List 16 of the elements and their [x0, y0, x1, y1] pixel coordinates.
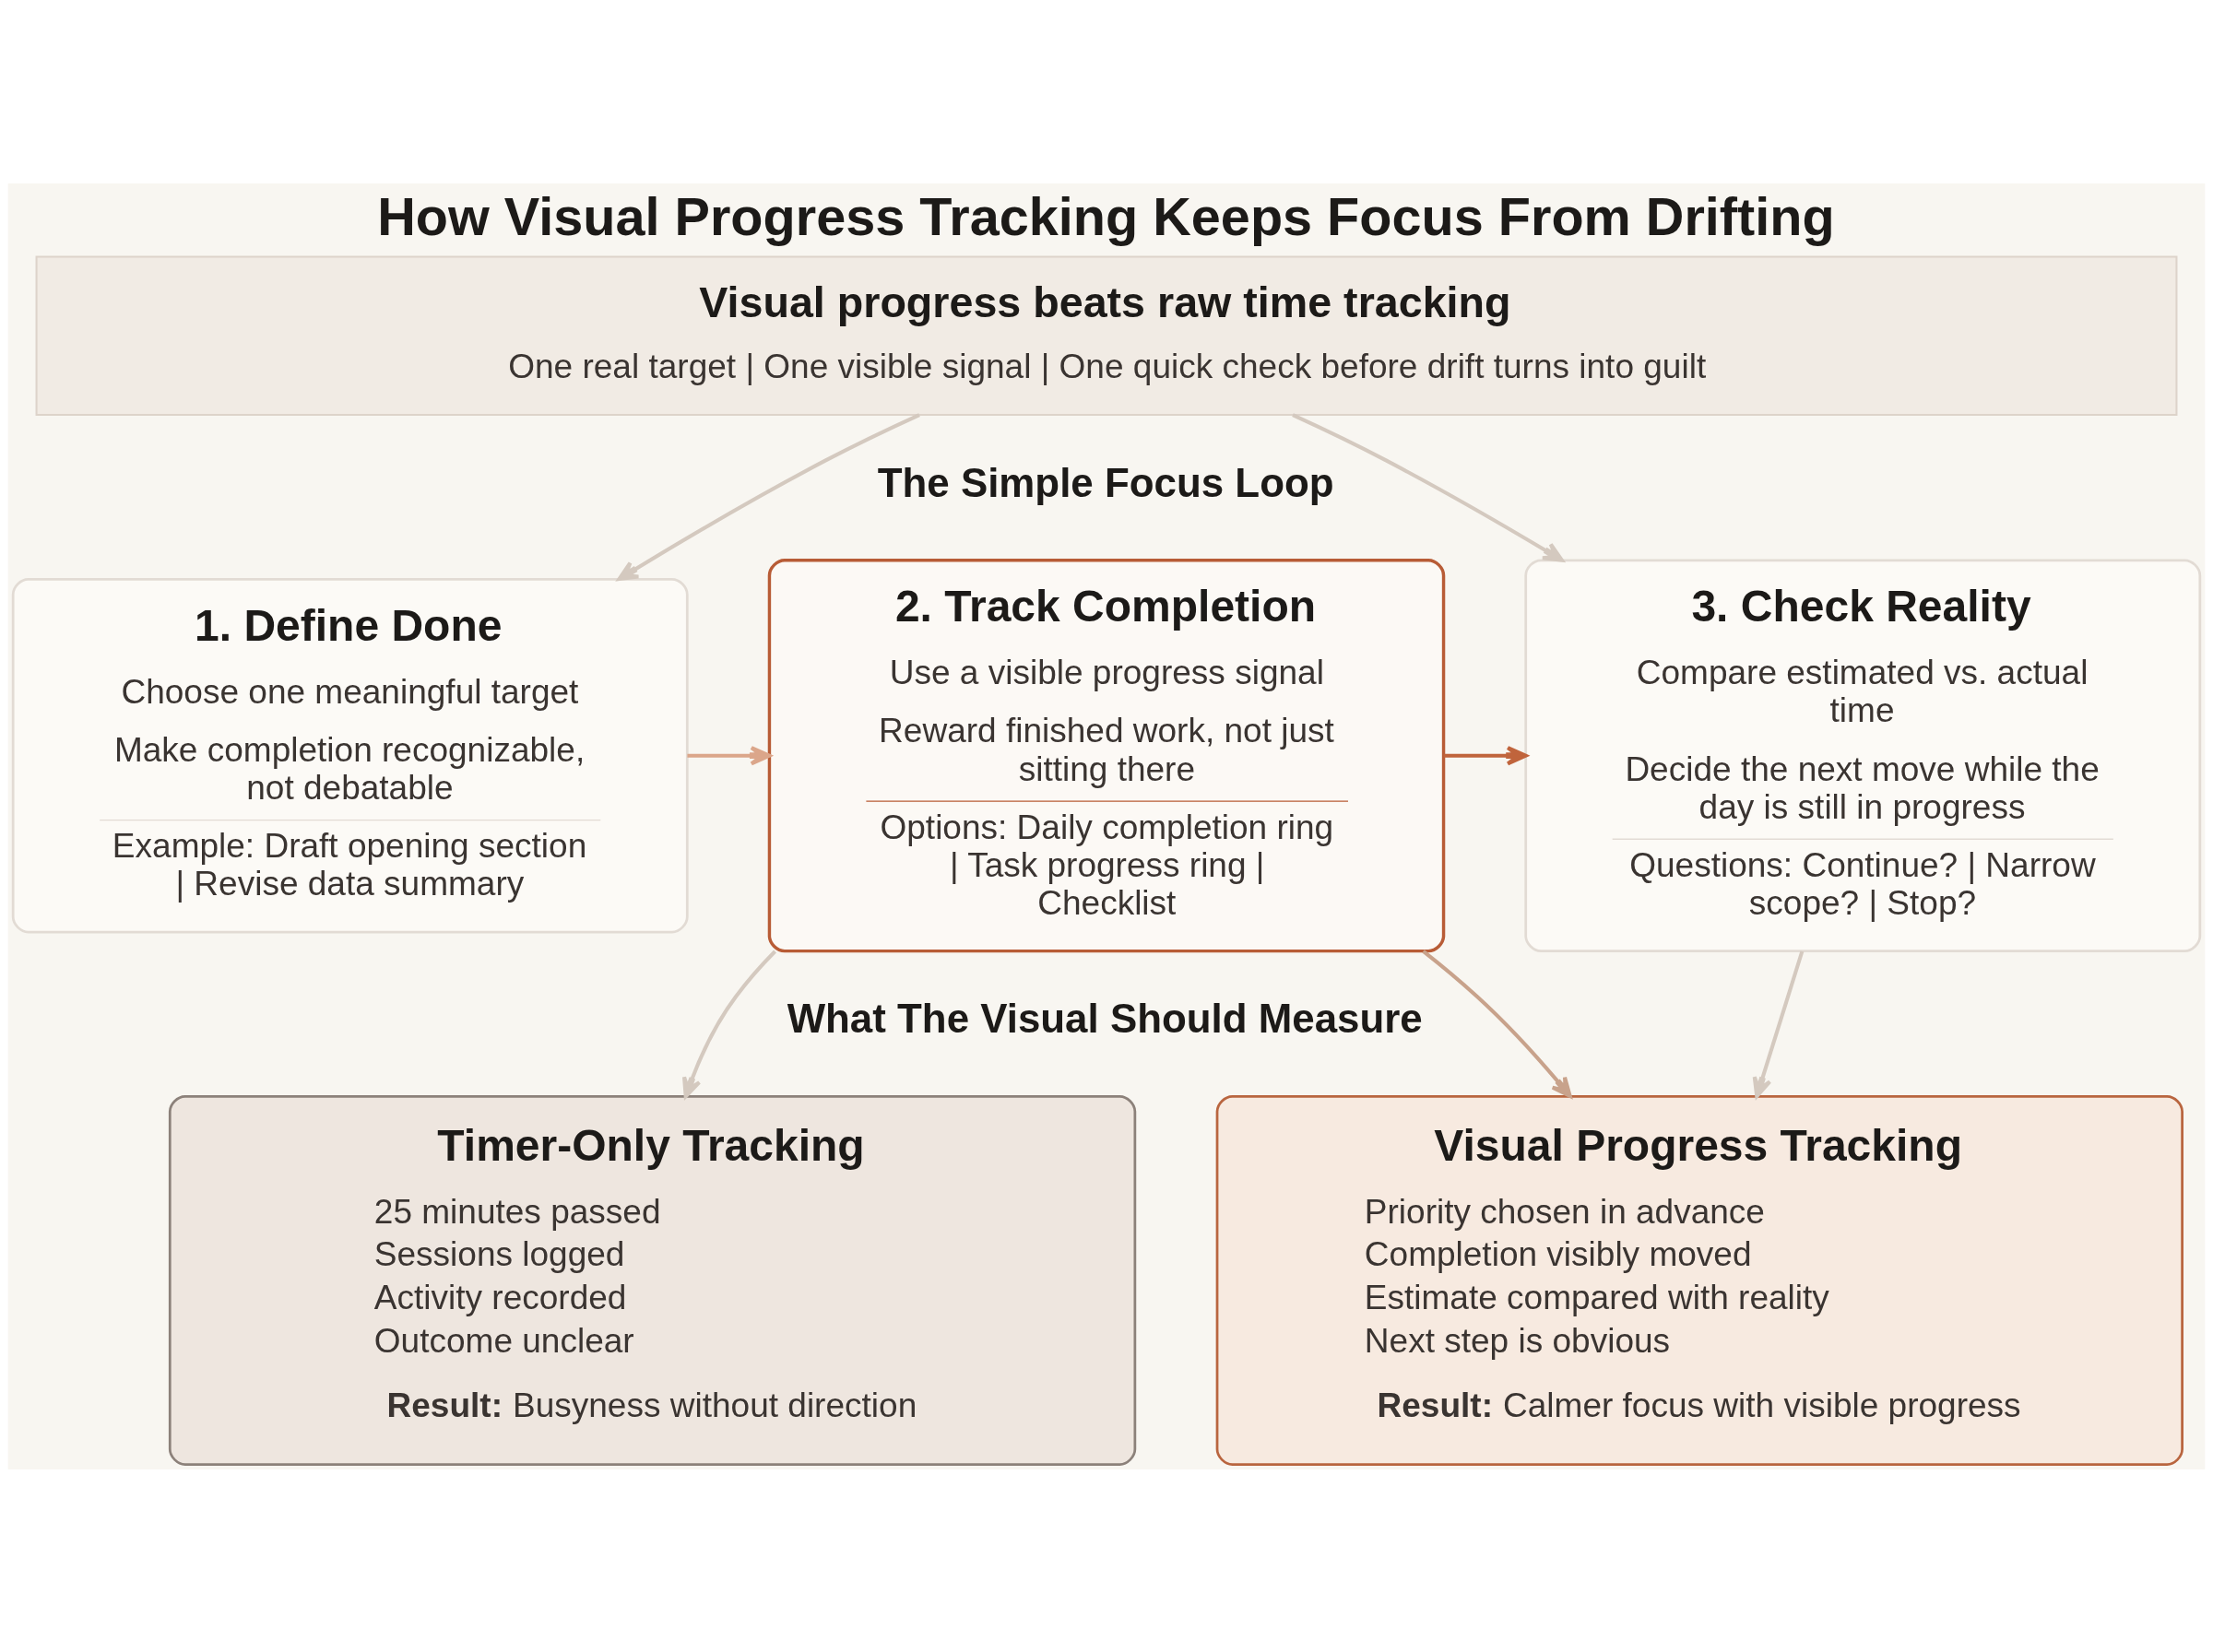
label: What The Visual Should Measure — [787, 995, 1423, 1041]
arrow — [1422, 949, 1572, 1098]
arrow — [687, 745, 772, 765]
label: The Simple Focus Loop — [877, 459, 1334, 505]
arrow — [617, 412, 920, 581]
node-box: 2. Track Completion Use a visible progress signal Reward finished work, not just sitting there Options: Daily completion ring | Task progress ring | Checklist — [767, 558, 1446, 952]
arrow — [682, 950, 777, 1098]
node-box: 1. Define Done Choose one meaningful target Make completion recognizable, not debatable Example: Draft opening section | Revise data summary — [11, 577, 689, 933]
node-box: Visual progress beats raw time tracking One real target | One visible signal | One quick check before drift turns into guilt — [35, 255, 2178, 416]
arrow — [1443, 745, 1528, 765]
node-box: Visual Progress Tracking Priority chosen in advance Completion visibly moved Estimate compared with reality Next step is obvious Result: Calmer focus with visible progress — [1215, 1094, 2183, 1466]
node-box: Timer-Only Tracking 25 minutes passed Sessions logged Activity recorded Outcome unclear Result: Busyness without direction — [168, 1094, 1137, 1466]
node-box: 3. Check Reality Compare estimated vs. actual time Decide the next move while the day is still in progress Questions: Continue? | Narrow scope? | Stop? — [1524, 558, 2202, 952]
diagram-title: How Visual Progress Tracking Keeps Focus From Drifting — [377, 186, 1835, 246]
arrow — [1752, 950, 1805, 1098]
arrow — [1292, 412, 1564, 562]
